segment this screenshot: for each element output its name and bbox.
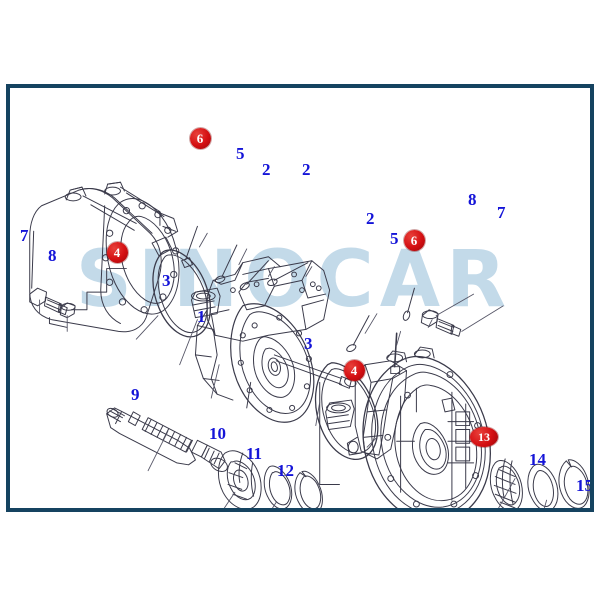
callout-badge-4-6: 4: [106, 241, 128, 263]
callout-number-12-19: 12: [277, 461, 294, 480]
part-oil-seal-ring: [527, 463, 559, 508]
callout-number-9-16: 9: [131, 385, 140, 404]
callout-badge-6-2: 6: [189, 127, 211, 149]
callout-number-11-18: 11: [246, 444, 263, 463]
callout-badge-4-15: 4: [343, 359, 365, 381]
part-bearing-bush-left: [191, 287, 221, 319]
part-pump-body-center: [194, 256, 331, 423]
part-retaining-ring: [558, 459, 590, 508]
callout-number-8-12: 8: [468, 190, 477, 209]
callout-number-5-3: 5: [236, 144, 245, 163]
leader-lines: [39, 232, 575, 508]
callout-number-5-10: 5: [390, 229, 399, 248]
part-shim-washer: [263, 465, 293, 508]
part-o-ring-left: [152, 249, 211, 338]
callout-number-10-17: 10: [209, 424, 226, 443]
part-snap-ring: [246, 381, 340, 508]
part-bolts-right: [420, 309, 462, 337]
part-pins-left: [181, 225, 309, 291]
part-roller-bearing: [218, 450, 262, 508]
callout-number-2-9: 2: [366, 209, 375, 228]
callout-badge-13-20: 13: [470, 427, 498, 447]
part-bearing-bush-center: [325, 399, 355, 430]
part-bolts-left: [29, 268, 127, 319]
callout-number-3-7: 3: [162, 271, 171, 290]
callout-number-14-21: 14: [529, 450, 546, 469]
part-rear-housing: [346, 346, 491, 508]
callout-number-3-14: 3: [304, 334, 313, 353]
part-pins-right: [346, 287, 415, 375]
callout-number-15-22: 15: [576, 476, 590, 495]
callout-number-2-4: 2: [262, 160, 271, 179]
callout-number-8-1: 8: [48, 246, 57, 265]
part-drive-shaft: [106, 407, 228, 472]
part-needle-bearing: [489, 458, 523, 508]
callout-number-7-0: 7: [20, 226, 29, 245]
diagram-frame: SINOCAR: [6, 84, 594, 512]
parts-line-art: [29, 181, 590, 508]
diagram-canvas: SINOCAR: [10, 88, 590, 508]
callout-number-7-13: 7: [497, 203, 506, 222]
callout-number-1-8: 1: [197, 307, 206, 326]
callout-badge-6-11: 6: [403, 229, 425, 251]
callout-number-2-5: 2: [302, 160, 311, 179]
